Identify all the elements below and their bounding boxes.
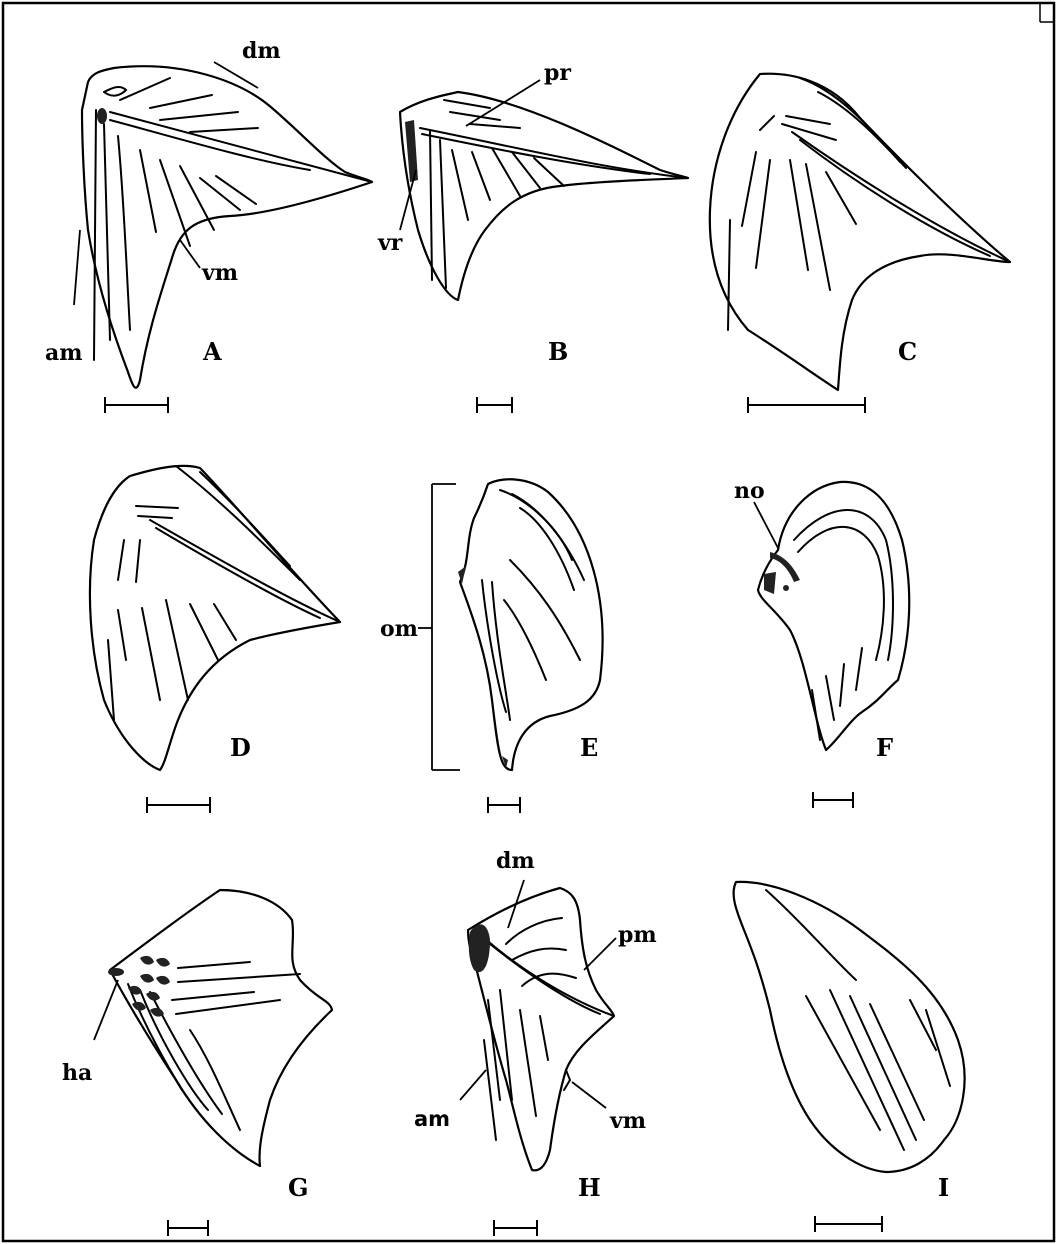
- scale-bar-g: [168, 1220, 208, 1236]
- label-b-pr: pr: [544, 60, 571, 86]
- label-h-dm: dm: [496, 848, 535, 874]
- panel-label-e: E: [580, 733, 598, 762]
- scale-bar-a: [105, 397, 168, 413]
- label-f-no: no: [734, 478, 765, 504]
- bone-drawing-d: [90, 466, 340, 770]
- scale-bar-c: [748, 397, 865, 413]
- label-a-dm: dm: [242, 38, 281, 64]
- panel-label-d: D: [230, 733, 251, 762]
- panel-label-h: H: [578, 1173, 601, 1202]
- scale-bar-i: [815, 1216, 882, 1232]
- label-h-pm: pm: [618, 922, 657, 948]
- label-g-ha: ha: [62, 1060, 92, 1086]
- bracket-e-om: [418, 484, 460, 770]
- label-h-vm: vm: [609, 1108, 646, 1134]
- bone-drawing-f: [758, 482, 909, 750]
- panel-label-i: I: [938, 1173, 949, 1202]
- bone-drawing-c: [710, 74, 1010, 390]
- panel-label-b: B: [548, 337, 568, 366]
- scale-bar-b: [477, 397, 512, 413]
- scale-bar-e: [488, 797, 520, 813]
- scale-bar-h: [494, 1220, 537, 1236]
- bone-drawing-h: [468, 888, 614, 1170]
- panel-label-g: G: [288, 1173, 309, 1202]
- panel-label-f: F: [876, 733, 893, 762]
- bone-drawing-e: [458, 479, 603, 770]
- label-h-am: am: [414, 1107, 450, 1131]
- bone-drawing-i: [734, 882, 965, 1172]
- scale-bar-d: [147, 797, 210, 813]
- label-a-am: am: [45, 340, 83, 366]
- panel-label-c: C: [898, 337, 917, 366]
- panel-label-a: A: [202, 337, 222, 366]
- scale-bar-f: [813, 792, 853, 808]
- bone-drawing-g: [108, 890, 332, 1166]
- label-e-om: om: [380, 616, 418, 642]
- bone-drawing-b: [400, 92, 688, 300]
- label-a-vm: vm: [201, 260, 238, 286]
- bone-drawing-a: [82, 66, 372, 387]
- label-b-vr: vr: [377, 230, 403, 256]
